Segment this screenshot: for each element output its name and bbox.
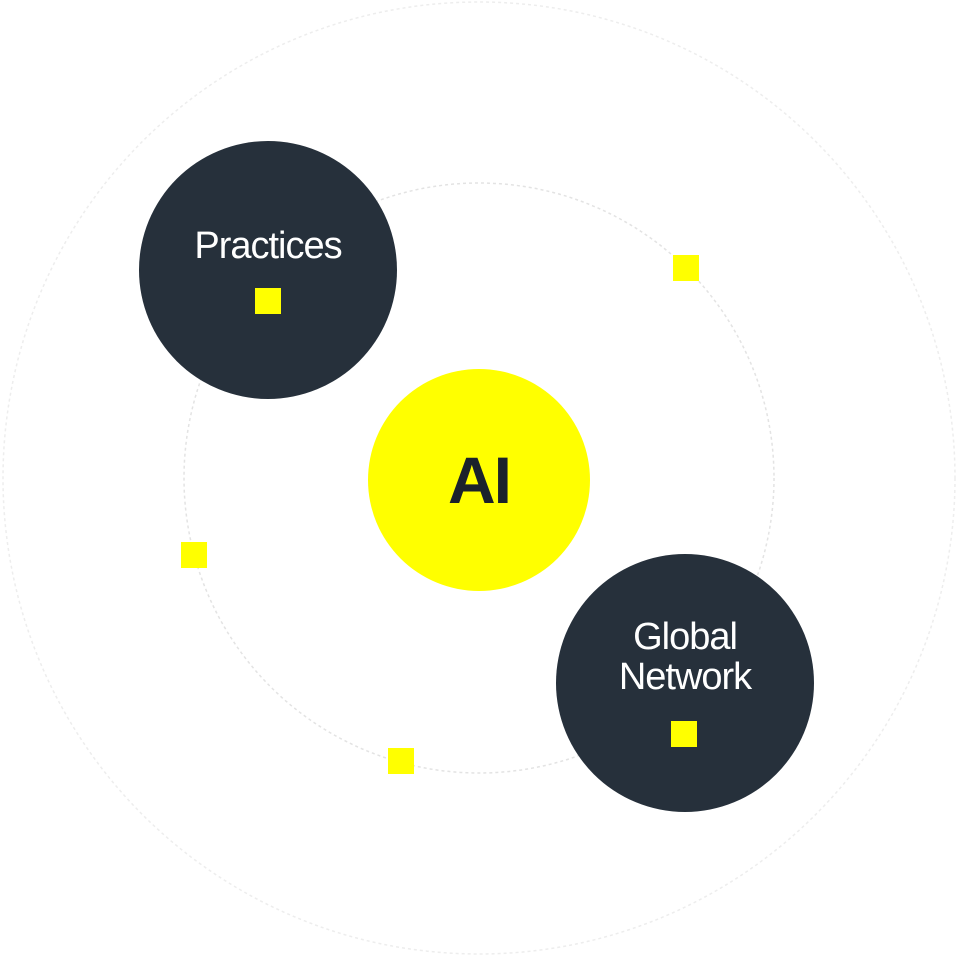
network-label: Network (618, 656, 752, 698)
practices-label: Practices (194, 225, 342, 267)
orbit-marker-left (181, 542, 207, 568)
orbit-marker-bottom (388, 748, 414, 774)
ai-label: AI (448, 443, 512, 517)
inner-ring (183, 182, 775, 774)
global-network-marker (671, 721, 697, 747)
global-label: Global (633, 616, 738, 658)
ai-center-node: AI (368, 369, 590, 591)
orbit-marker-top-right (673, 255, 699, 281)
practices-marker (255, 288, 281, 314)
global-network-node: Global Network (556, 554, 814, 812)
practices-node: Practices (139, 141, 397, 399)
